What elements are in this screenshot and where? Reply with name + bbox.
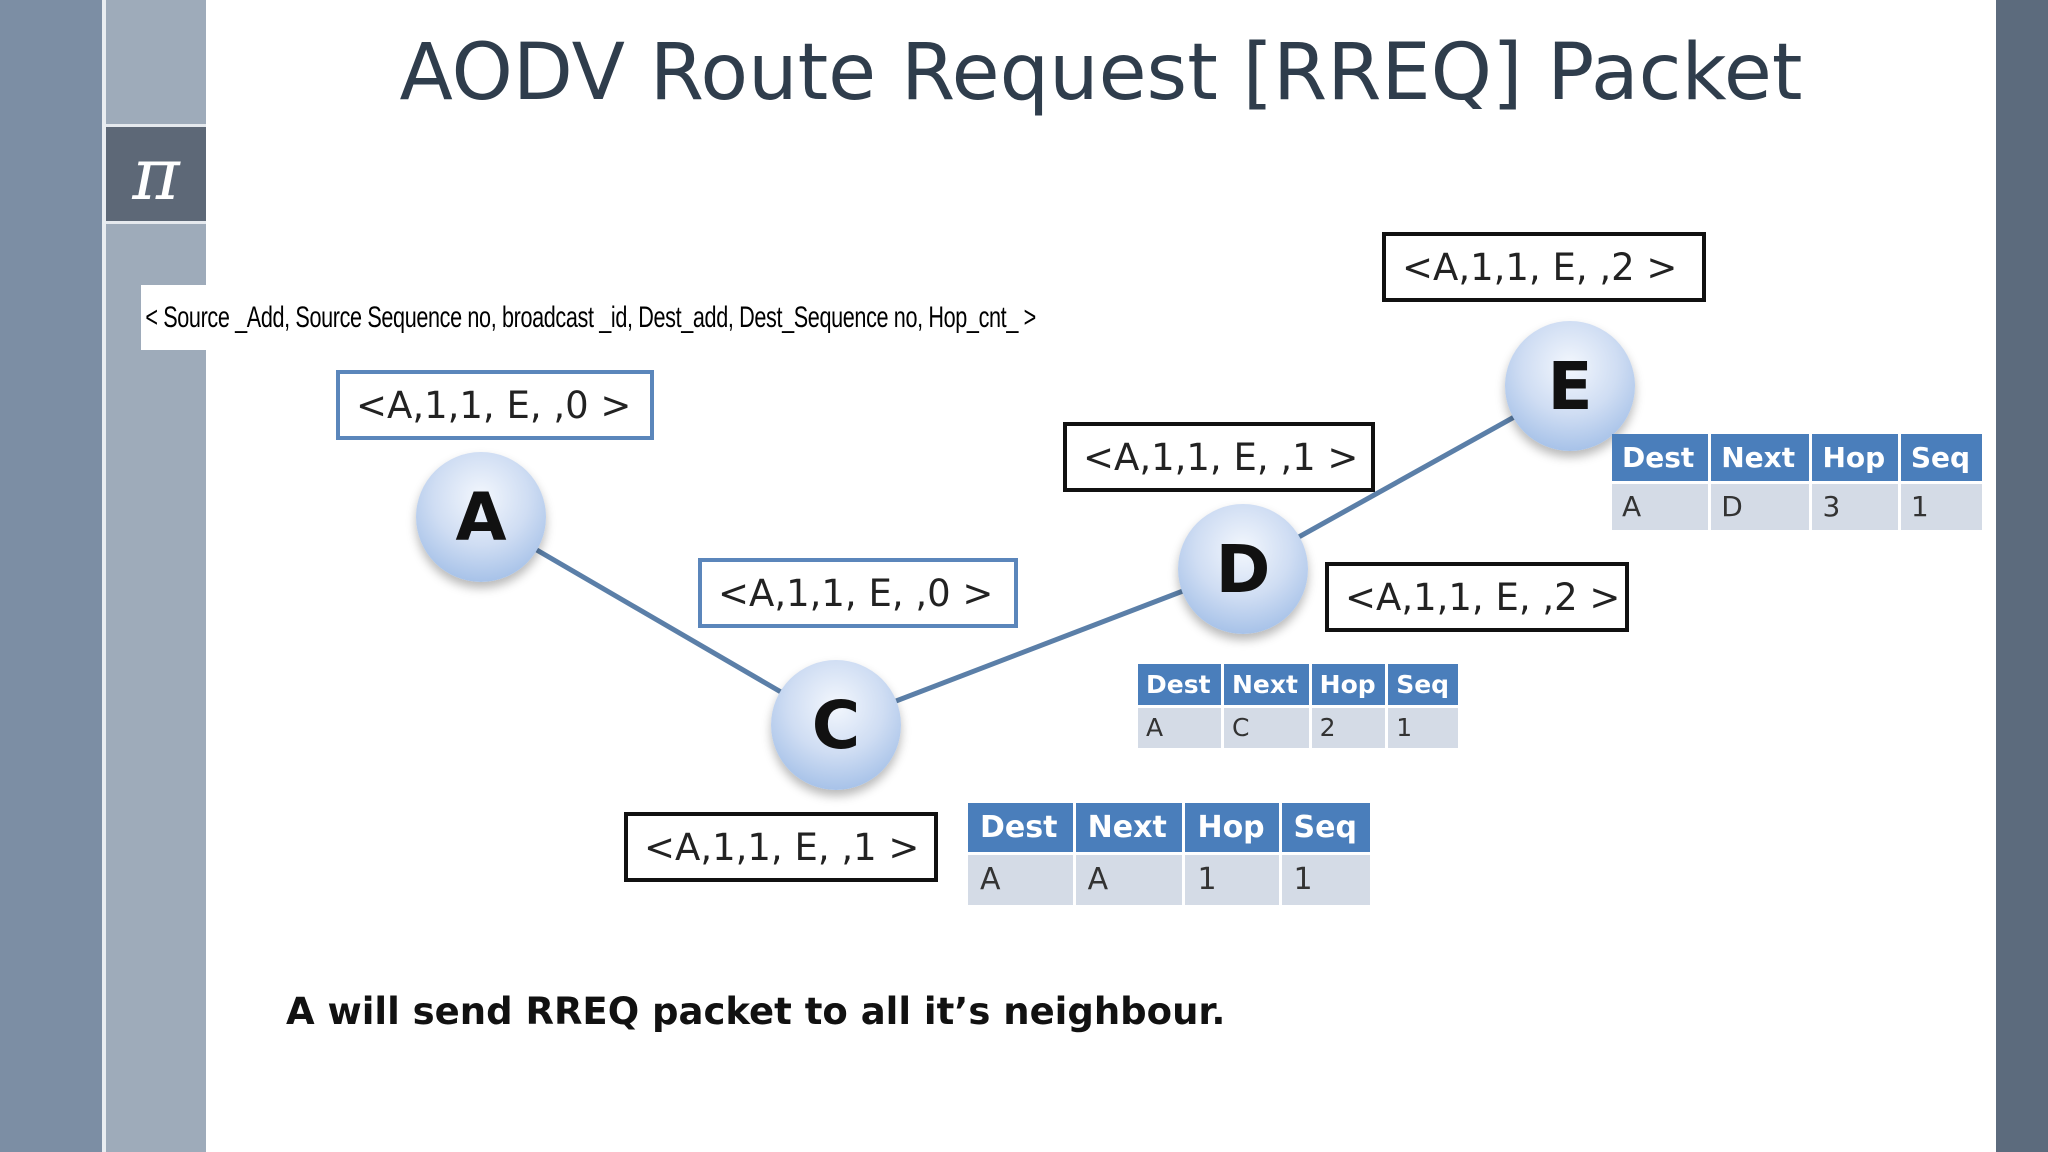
cell-seq: 1 <box>1386 704 1458 748</box>
routing-table-e: Dest Next Hop Seq A D 3 1 <box>1612 434 1982 530</box>
table-row: A D 3 1 <box>1612 480 1982 530</box>
col-dest: Dest <box>1612 434 1712 482</box>
cell-seq: 1 <box>1280 851 1370 905</box>
node-c-label: C <box>811 686 861 764</box>
edge-a-c <box>478 514 838 727</box>
node-d-label: D <box>1215 530 1271 608</box>
node-c: C <box>771 660 901 790</box>
col-next: Next <box>1074 803 1186 853</box>
routing-table-c: Dest Next Hop Seq A A 1 1 <box>968 803 1370 905</box>
table-header-row: Dest Next Hop Seq <box>968 803 1370 853</box>
left-band <box>0 0 102 1152</box>
table-header-row: Dest Next Hop Seq <box>1138 664 1458 706</box>
col-seq: Seq <box>1280 803 1370 853</box>
packet-box-e: <A,1,1, E, ,2 > <box>1382 232 1706 302</box>
packet-box-d-out: <A,1,1, E, ,2 > <box>1325 562 1629 632</box>
cell-dest: A <box>968 851 1076 905</box>
cell-seq: 1 <box>1899 480 1982 530</box>
table-row: A C 2 1 <box>1138 704 1458 748</box>
slide-caption: A will send RREQ packet to all it’s neig… <box>286 990 1226 1033</box>
col-dest: Dest <box>1138 664 1224 706</box>
node-e: E <box>1505 321 1635 451</box>
col-next: Next <box>1222 664 1312 706</box>
cell-dest: A <box>1612 480 1712 530</box>
cell-next: A <box>1074 851 1186 905</box>
cell-hop: 1 <box>1183 851 1282 905</box>
pi-symbol: π <box>132 132 180 216</box>
col-dest: Dest <box>968 803 1076 853</box>
table-row: A A 1 1 <box>968 851 1370 905</box>
left-band-divider <box>102 0 106 1152</box>
slide-title: AODV Route Request [RREQ] Packet <box>399 28 1803 118</box>
col-hop: Hop <box>1810 434 1901 482</box>
packet-format-line: < Source _Add, Source Sequence no, broad… <box>141 285 1041 350</box>
col-hop: Hop <box>1310 664 1389 706</box>
col-seq: Seq <box>1386 664 1458 706</box>
col-seq: Seq <box>1899 434 1982 482</box>
packet-box-d-in: <A,1,1, E, ,1 > <box>1063 422 1375 492</box>
node-e-label: E <box>1547 347 1593 425</box>
node-a-label: A <box>455 478 507 556</box>
right-band <box>1996 0 2048 1152</box>
cell-next: C <box>1222 704 1312 748</box>
routing-table-d: Dest Next Hop Seq A C 2 1 <box>1138 664 1458 748</box>
node-a: A <box>416 452 546 582</box>
cell-hop: 2 <box>1310 704 1389 748</box>
cell-dest: A <box>1138 704 1224 748</box>
table-header-row: Dest Next Hop Seq <box>1612 434 1982 482</box>
cell-next: D <box>1709 480 1813 530</box>
col-next: Next <box>1709 434 1813 482</box>
packet-box-c-in: <A,1,1, E, ,0 > <box>698 558 1018 628</box>
packet-box-c-out: <A,1,1, E, ,1 > <box>624 812 938 882</box>
edge-c-d <box>835 565 1244 727</box>
packet-box-a: <A,1,1, E, ,0 > <box>336 370 654 440</box>
col-hop: Hop <box>1183 803 1282 853</box>
node-d: D <box>1178 504 1308 634</box>
cell-hop: 3 <box>1810 480 1901 530</box>
pi-logo-icon: π <box>106 124 206 224</box>
